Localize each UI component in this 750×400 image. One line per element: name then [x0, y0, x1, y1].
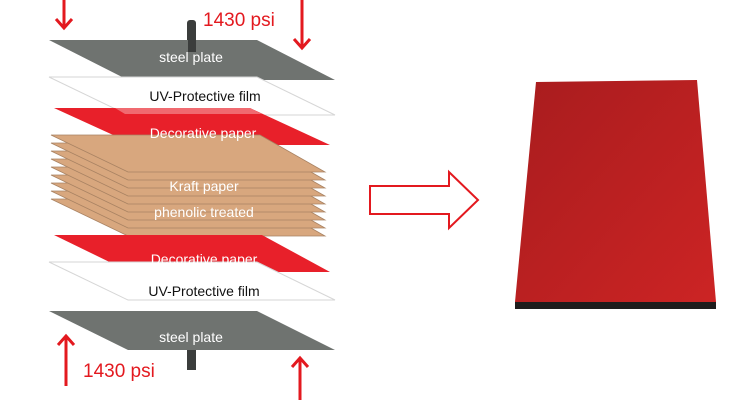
- process-arrow-icon: [369, 169, 480, 231]
- steel-plate-bottom: [49, 311, 335, 350]
- pressure-label-bottom: 1430 psi: [83, 361, 155, 382]
- steel-plate-label: steel plate: [159, 329, 223, 345]
- decorative-paper-label: Decorative paper: [151, 251, 258, 267]
- phenolic-treated-label: phenolic treated: [154, 204, 254, 220]
- steel-plate-label: steel plate: [159, 49, 223, 65]
- finished-laminate-board: [515, 80, 716, 309]
- arrow-up-icon: [56, 333, 76, 386]
- arrow-up-icon: [290, 355, 310, 400]
- uv-film-top: [48, 76, 336, 116]
- kraft-paper-label: Kraft paper: [169, 178, 239, 194]
- steel-plate-top: [49, 40, 335, 80]
- arrow-down-icon: [292, 0, 312, 51]
- press-rod: [187, 350, 196, 370]
- uv-film-bottom: [48, 261, 336, 301]
- kraft-sheet: [50, 134, 327, 173]
- pressure-arrows: [54, 0, 312, 400]
- arrow-down-icon: [54, 0, 74, 31]
- pressure-label-top: 1430 psi: [203, 10, 275, 31]
- uv-film-label: UV-Protective film: [149, 88, 260, 104]
- press-rod: [188, 40, 196, 52]
- uv-film-label: UV-Protective film: [148, 283, 259, 299]
- kraft-paper-stack: [50, 134, 327, 237]
- decorative-paper-label: Decorative paper: [150, 125, 257, 141]
